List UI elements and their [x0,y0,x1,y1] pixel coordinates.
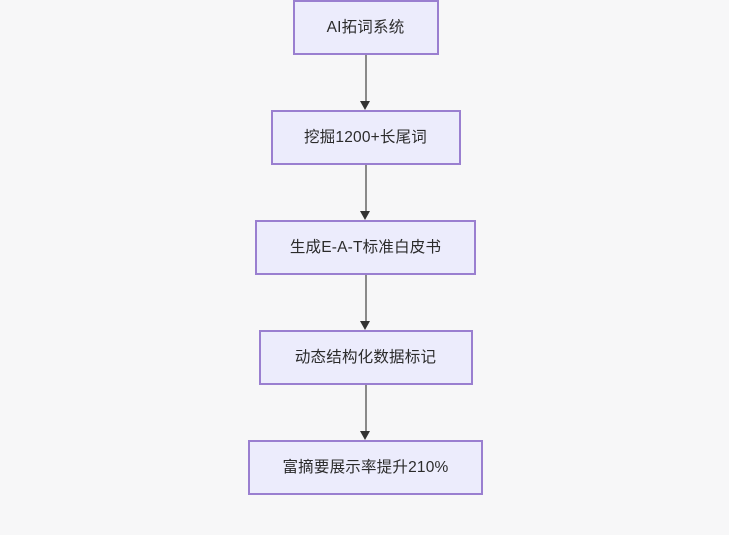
flowchart-node-3[interactable]: 生成E-A-T标准白皮书 [255,220,476,275]
arrowhead-down-icon [360,431,370,440]
flowchart-node-1-label: AI拓词系统 [326,18,405,36]
edge-line-icon [364,55,367,102]
edge-line-icon [364,165,367,212]
flowchart-node-1[interactable]: AI拓词系统 [292,0,439,55]
edge-line-icon [364,385,367,432]
edge-line-icon [364,275,367,322]
arrowhead-down-icon [360,101,370,110]
flowchart-node-2[interactable]: 挖掘1200+长尾词 [270,110,461,165]
flowchart-node-5[interactable]: 富摘要展示率提升210% [248,440,483,495]
flowchart-node-5-label: 富摘要展示率提升210% [282,458,449,476]
arrowhead-down-icon [360,211,370,220]
flowchart-node-stack: AI拓词系统 挖掘1200+长尾词 生成E-A-T标准白皮书 动态结构化数据标记 [248,0,483,495]
flowchart-node-3-label: 生成E-A-T标准白皮书 [289,238,442,256]
flowchart-node-4[interactable]: 动态结构化数据标记 [258,330,473,385]
arrowhead-down-icon [360,321,370,330]
flowchart-edge-2-to-3 [359,165,373,220]
flowchart-node-4-label: 动态结构化数据标记 [294,348,437,366]
flowchart-edge-3-to-4 [359,275,373,330]
flowchart-edge-1-to-2 [359,55,373,110]
flowchart-node-2-label: 挖掘1200+长尾词 [303,128,428,146]
flowchart-edge-4-to-5 [359,385,373,440]
